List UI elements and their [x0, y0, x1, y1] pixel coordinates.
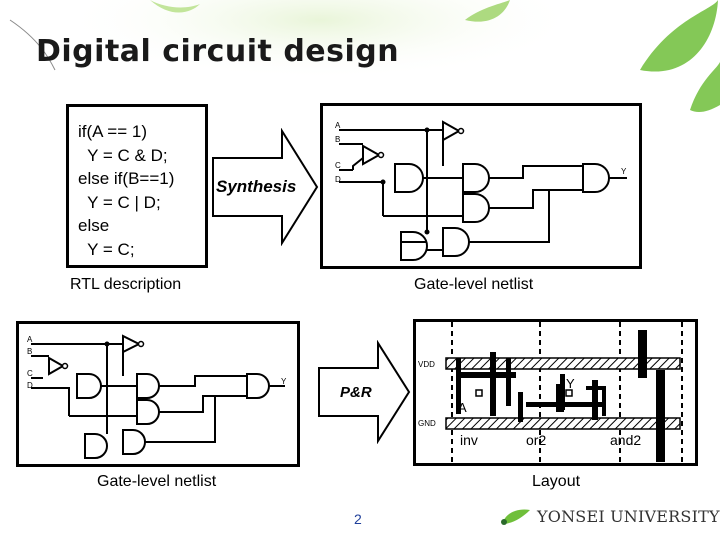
layout-diagram: VDD GND A Y inv or2 and2: [418, 322, 683, 463]
gnd-rail: [445, 417, 681, 430]
leaf-icon: [150, 0, 720, 113]
cell-and2-label: and2: [610, 432, 641, 448]
pr-label: P&R: [340, 384, 372, 401]
pin-a-label: A: [458, 400, 467, 415]
leaf-icon-3: [465, 0, 510, 22]
vdd-label: VDD: [418, 360, 435, 369]
netlist-bottom-caption: Gate-level netlist: [97, 473, 217, 490]
pr-arrow: [318, 340, 411, 444]
university-name: YONSEI UNIVERSITY: [537, 507, 720, 526]
cell-inv-label: inv: [460, 432, 478, 448]
netlist-bottom-input-d: D: [27, 381, 33, 390]
rtl-panel: [66, 104, 208, 268]
synthesis-label: Synthesis: [216, 177, 297, 196]
gnd-label: GND: [418, 419, 436, 428]
pin-y-label: Y: [566, 376, 575, 391]
slide-title: Digital circuit design: [36, 34, 400, 69]
netlist-top-output-y: Y: [621, 167, 627, 176]
cell-or2-label: or2: [526, 432, 546, 448]
netlist-bottom-output-y: Y: [281, 377, 287, 386]
layout-caption: Layout: [532, 473, 581, 490]
synthesis-arrow: [212, 128, 319, 246]
netlist-bottom-input-a: A: [27, 335, 33, 344]
rtl-code: if(A == 1) Y = C & D; else if(B==1) Y = …: [78, 122, 175, 259]
vine-decoration: [9, 19, 56, 71]
leaf-icon-4: [150, 0, 200, 13]
leaf-icon-1: [640, 0, 718, 72]
netlist-top-caption: Gate-level netlist: [414, 276, 534, 293]
netlist-top-schematic: A B C D Y: [335, 120, 627, 261]
leaf-icon-2: [690, 62, 720, 113]
page-number: 2: [354, 511, 362, 527]
netlist-top-input-b: B: [335, 135, 340, 144]
university-logo-icon: [501, 509, 530, 525]
vdd-rail: [445, 357, 681, 370]
netlist-bottom-schematic: A B C D Y: [27, 334, 287, 459]
netlist-top-input-d: D: [335, 175, 341, 184]
netlist-bottom-input-c: C: [27, 369, 33, 378]
netlist-top-input-a: A: [335, 121, 341, 130]
netlist-top-input-c: C: [335, 161, 341, 170]
netlist-bottom-input-b: B: [27, 347, 32, 356]
rtl-caption: RTL description: [70, 276, 182, 293]
